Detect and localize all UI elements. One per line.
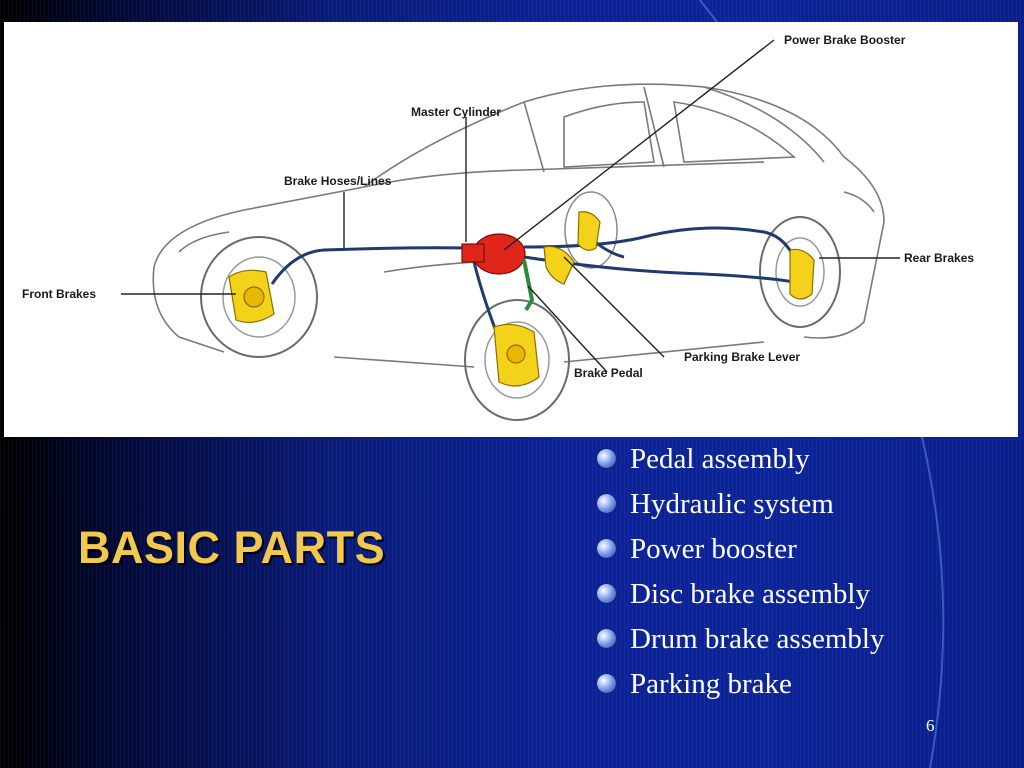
bullet-item: Disc brake assembly [594, 576, 894, 612]
car-illustration: Power Brake Booster Master Cylinder Brak… [4, 22, 1018, 437]
bullet-icon [597, 539, 616, 558]
bullet-item: Hydraulic system [594, 486, 894, 522]
brake-pedal-part [524, 260, 532, 310]
label-brake-pedal: Brake Pedal [574, 366, 643, 380]
bullet-item: Drum brake assembly [594, 621, 894, 657]
bullet-icon [597, 449, 616, 468]
bullet-text: Parking brake [630, 668, 792, 700]
master-cylinder [462, 234, 525, 274]
bullet-list: Pedal assembly Hydraulic system Power bo… [594, 441, 894, 711]
bullet-icon [597, 629, 616, 648]
label-front-brakes: Front Brakes [22, 287, 96, 301]
slide-title: BASIC PARTS [78, 522, 385, 574]
bullet-item: Pedal assembly [594, 441, 894, 477]
bullet-icon [597, 494, 616, 513]
bullet-text: Disc brake assembly [630, 578, 870, 610]
bullet-item: Power booster [594, 531, 894, 567]
label-master-cylinder: Master Cylinder [411, 105, 501, 119]
bullet-text: Drum brake assembly [630, 623, 885, 655]
bullet-icon [597, 674, 616, 693]
brake-system-diagram: Power Brake Booster Master Cylinder Brak… [4, 22, 1018, 437]
car-body-outline [153, 84, 884, 367]
bullet-icon [597, 584, 616, 603]
page-number: 6 [926, 716, 935, 736]
bullet-item: Parking brake [594, 666, 894, 702]
label-rear-brakes: Rear Brakes [904, 251, 974, 265]
label-parking-brake-lever: Parking Brake Lever [684, 350, 800, 364]
bullet-text: Power booster [630, 533, 797, 565]
label-power-brake-booster: Power Brake Booster [784, 33, 906, 47]
bullet-text: Hydraulic system [630, 488, 834, 520]
bullet-text: Pedal assembly [630, 443, 810, 475]
brake-lines [272, 228, 800, 352]
label-brake-hoses-lines: Brake Hoses/Lines [284, 174, 392, 188]
